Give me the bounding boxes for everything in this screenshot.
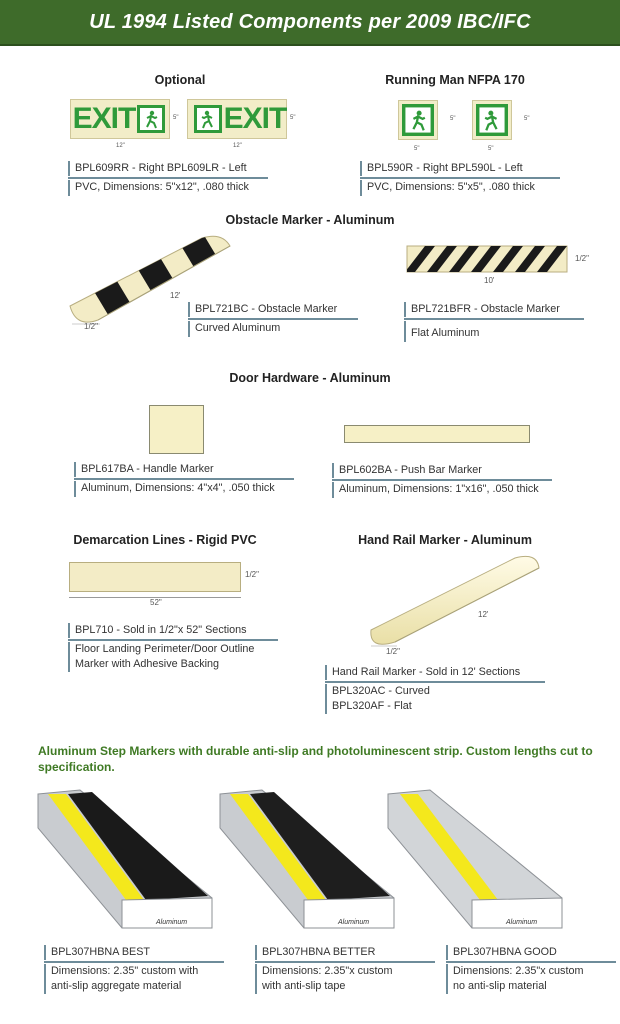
handrail-len: 12' bbox=[478, 610, 489, 619]
step-marker-better: Aluminum bbox=[219, 789, 395, 929]
optional-caption: BPL609RR - Right BPL609LR - Left PVC, Di… bbox=[68, 161, 268, 196]
running-dim-w: 5" bbox=[414, 146, 420, 152]
optional-line1: BPL609RR - Right BPL609LR - Left bbox=[68, 161, 268, 177]
door-title: Door Hardware - Aluminum bbox=[229, 371, 391, 385]
exit-text: EXIT bbox=[223, 102, 288, 135]
obstacle-curved-w: 1/2" bbox=[84, 322, 98, 331]
handrail-line2a: BPL320AC - Curved bbox=[325, 684, 545, 700]
running-dim-h: 5" bbox=[450, 116, 456, 122]
obstacle-flat-len: 10' bbox=[484, 276, 495, 285]
handle-line2: Aluminum, Dimensions: 4"x4", .050 thick bbox=[74, 481, 294, 497]
step-best-line1: BPL307HBNA BEST bbox=[44, 945, 224, 961]
running-man-line2: PVC, Dimensions: 5"x5", .080 thick bbox=[360, 180, 560, 196]
optional-dim-w-2: 12" bbox=[233, 143, 242, 149]
running-man-icon bbox=[402, 104, 434, 136]
exit-text: EXIT bbox=[72, 102, 137, 135]
flat-obstacle-marker bbox=[406, 245, 568, 273]
handrail-w: 1/2" bbox=[386, 647, 400, 656]
demarcation-len: 52" bbox=[150, 598, 162, 607]
step-marker-good: Aluminum bbox=[387, 789, 563, 929]
push-bar-swatch bbox=[344, 425, 530, 443]
demarcation-line2a: Floor Landing Perimeter/Door Outline bbox=[68, 642, 278, 658]
step-better-line2a: Dimensions: 2.35"x custom bbox=[255, 964, 435, 980]
page-banner: UL 1994 Listed Components per 2009 IBC/I… bbox=[0, 0, 620, 46]
push-caption: BPL602BA - Push Bar Marker Aluminum, Dim… bbox=[332, 463, 552, 498]
obstacle-curved-line2: Curved Aluminum bbox=[188, 321, 358, 337]
handle-marker-swatch bbox=[149, 405, 204, 454]
optional-line2: PVC, Dimensions: 5"x12", .080 thick bbox=[68, 180, 268, 196]
step-better-line1: BPL307HBNA BETTER bbox=[255, 945, 435, 961]
optional-dim-h: 5" bbox=[173, 115, 179, 121]
step-best-line2a: Dimensions: 2.35" custom with bbox=[44, 964, 224, 980]
demarcation-line2b: Marker with Adhesive Backing bbox=[68, 657, 278, 673]
obstacle-title: Obstacle Marker - Aluminum bbox=[225, 213, 395, 227]
handrail-marker bbox=[370, 555, 540, 647]
step-marker-best: Aluminum bbox=[37, 789, 213, 929]
step-better-caption: BPL307HBNA BETTER Dimensions: 2.35"x cus… bbox=[255, 945, 435, 995]
running-dim-h-2: 5" bbox=[524, 116, 530, 122]
running-man-line1: BPL590R - Right BPL590L - Left bbox=[360, 161, 560, 177]
step-good-line2b: no anti-slip material bbox=[446, 979, 616, 995]
banner-title: UL 1994 Listed Components per 2009 IBC/I… bbox=[89, 10, 531, 33]
obstacle-flat-w: 1/2" bbox=[575, 254, 589, 263]
demarcation-caption: BPL710 - Sold in 1/2"x 52" Sections Floo… bbox=[68, 623, 278, 673]
step-best-line2b: anti-slip aggregate material bbox=[44, 979, 224, 995]
running-man-sign-left bbox=[472, 100, 512, 140]
obstacle-flat-caption: BPL721BFR - Obstacle Marker Flat Aluminu… bbox=[404, 302, 584, 342]
obstacle-flat-line1: BPL721BFR - Obstacle Marker bbox=[404, 302, 584, 318]
handrail-line1: Hand Rail Marker - Sold in 12' Sections bbox=[325, 665, 545, 681]
handrail-caption: Hand Rail Marker - Sold in 12' Sections … bbox=[325, 665, 545, 715]
exit-sign-right: EXIT bbox=[70, 99, 170, 139]
demarcation-strip bbox=[69, 562, 241, 592]
obstacle-curved-caption: BPL721BC - Obstacle Marker Curved Alumin… bbox=[188, 302, 358, 337]
running-dim-w-2: 5" bbox=[488, 146, 494, 152]
exit-sign-left: EXIT bbox=[187, 99, 287, 139]
optional-dim-h-2: 5" bbox=[290, 115, 296, 121]
push-line1: BPL602BA - Push Bar Marker bbox=[332, 463, 552, 479]
demarcation-w: 1/2" bbox=[245, 570, 259, 579]
running-man-icon bbox=[476, 104, 508, 136]
demarcation-line1: BPL710 - Sold in 1/2"x 52" Sections bbox=[68, 623, 278, 639]
step-better-line2b: with anti-slip tape bbox=[255, 979, 435, 995]
step-brand-text: Aluminum bbox=[155, 919, 187, 926]
curved-obstacle-marker bbox=[69, 235, 231, 325]
step-good-line2a: Dimensions: 2.35"x custom bbox=[446, 964, 616, 980]
optional-title: Optional bbox=[154, 73, 206, 87]
push-line2: Aluminum, Dimensions: 1"x16", .050 thick bbox=[332, 482, 552, 498]
handle-caption: BPL617BA - Handle Marker Aluminum, Dimen… bbox=[74, 462, 294, 497]
step-brand-text: Aluminum bbox=[337, 919, 369, 926]
handrail-title: Hand Rail Marker - Aluminum bbox=[358, 533, 532, 547]
running-man-title: Running Man NFPA 170 bbox=[385, 73, 525, 87]
running-man-sign-right bbox=[398, 100, 438, 140]
step-best-caption: BPL307HBNA BEST Dimensions: 2.35" custom… bbox=[44, 945, 224, 995]
running-man-icon bbox=[137, 105, 165, 133]
running-man-caption: BPL590R - Right BPL590L - Left PVC, Dime… bbox=[360, 161, 560, 196]
optional-dim-w: 12" bbox=[116, 143, 125, 149]
running-man-icon bbox=[194, 105, 222, 133]
step-good-caption: BPL307HBNA GOOD Dimensions: 2.35"x custo… bbox=[446, 945, 616, 995]
step-good-line1: BPL307HBNA GOOD bbox=[446, 945, 616, 961]
handle-line1: BPL617BA - Handle Marker bbox=[74, 462, 294, 478]
step-marker-note: Aluminum Step Markers with durable anti-… bbox=[38, 744, 593, 774]
step-brand-text: Aluminum bbox=[505, 919, 537, 926]
obstacle-curved-line1: BPL721BC - Obstacle Marker bbox=[188, 302, 358, 318]
obstacle-curved-len: 12' bbox=[170, 291, 181, 300]
handrail-line2b: BPL320AF - Flat bbox=[325, 699, 545, 715]
obstacle-flat-line2: Flat Aluminum bbox=[404, 321, 584, 342]
demarcation-title: Demarcation Lines - Rigid PVC bbox=[73, 533, 257, 547]
